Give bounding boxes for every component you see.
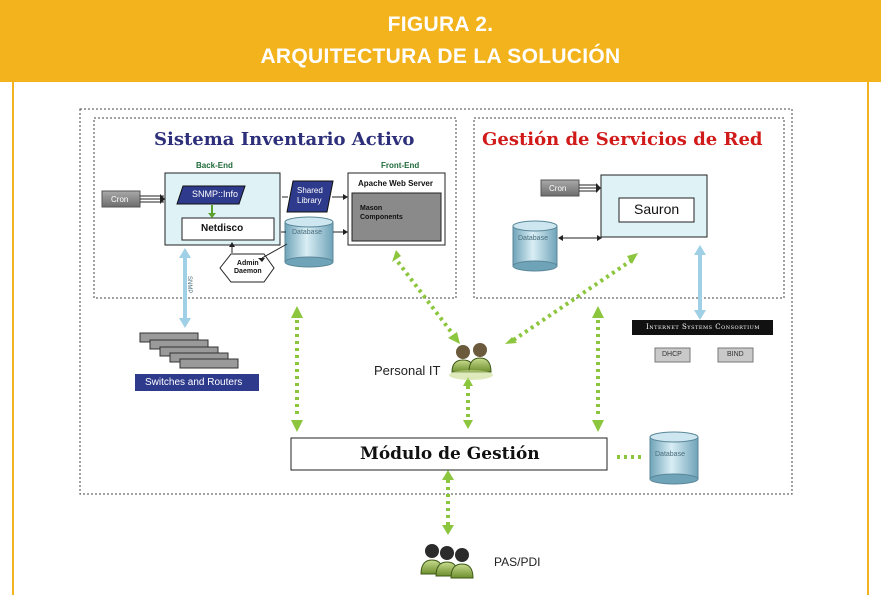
personal-it-icon: [449, 343, 493, 380]
green-arrows: [295, 258, 641, 525]
blue-arrows: [179, 245, 706, 328]
switches-label-bar: [135, 374, 259, 391]
dhcp-label: DHCP: [662, 351, 682, 358]
outer-frame: [79, 108, 793, 495]
personal-it-label: Personal IT: [374, 363, 441, 378]
right-section-frame: [473, 117, 785, 299]
bind-label: BIND: [727, 351, 744, 358]
sauron-label: Sauron: [634, 201, 680, 217]
left-section-frame: [93, 117, 457, 299]
figure-number: FIGURA 2.: [387, 13, 494, 36]
admin-daemon-label: Admin Daemon: [234, 260, 262, 275]
database-left-label: Database: [292, 229, 322, 236]
database-left-cylinder: [284, 216, 334, 268]
bind-box: [717, 347, 754, 363]
pas-pdi-icon: [420, 544, 474, 579]
sauron-box: [618, 197, 695, 223]
back-end-label: Back-End: [196, 161, 233, 170]
left-section-title: Sistema Inventario Activo: [154, 129, 415, 150]
database-right-cylinder: [512, 220, 558, 272]
pas-pdi-label: PAS/PDI: [494, 555, 541, 569]
green-arrowheads: [291, 250, 638, 535]
admin-daemon-shape: [219, 253, 275, 283]
isc-label: Internet Systems Consortium: [646, 323, 760, 331]
cron-left-label: Cron: [111, 195, 129, 204]
database-bottom-label: Database: [655, 451, 685, 458]
netdisco-box: [181, 217, 275, 241]
snmp-info-shape: [176, 185, 246, 205]
front-end-label: Front-End: [381, 161, 420, 170]
cron-right-label: Cron: [549, 184, 567, 193]
shared-library-shape: [286, 180, 334, 213]
isc-bar: [632, 320, 773, 335]
right-section-title: Gestión de Servicios de Red: [482, 129, 763, 150]
database-bottom-cylinder: [649, 431, 699, 485]
netdisco-label: Netdisco: [201, 223, 244, 234]
mason-label: Mason Components: [360, 205, 403, 221]
modulo-gestion-label: Módulo de Gestión: [360, 444, 540, 464]
figure-header: FIGURA 2. ARQUITECTURA DE LA SOLUCIÓN: [0, 0, 881, 82]
apache-label: Apache Web Server: [358, 179, 433, 188]
mason-components-box: [351, 192, 442, 242]
snmp-info-label: SNMP::Info: [192, 189, 239, 199]
switches-icon: [139, 332, 239, 369]
snmp-vertical-label: SNMP: [186, 276, 192, 294]
shared-library-label: Shared Library: [297, 186, 323, 205]
database-right-label: Database: [518, 235, 548, 242]
modulo-gestion-box: [290, 437, 608, 471]
figure-frame: [12, 82, 869, 595]
dhcp-box: [654, 347, 691, 363]
switches-label: Switches and Routers: [145, 377, 243, 388]
figure-title: ARQUITECTURA DE LA SOLUCIÓN: [260, 45, 621, 68]
